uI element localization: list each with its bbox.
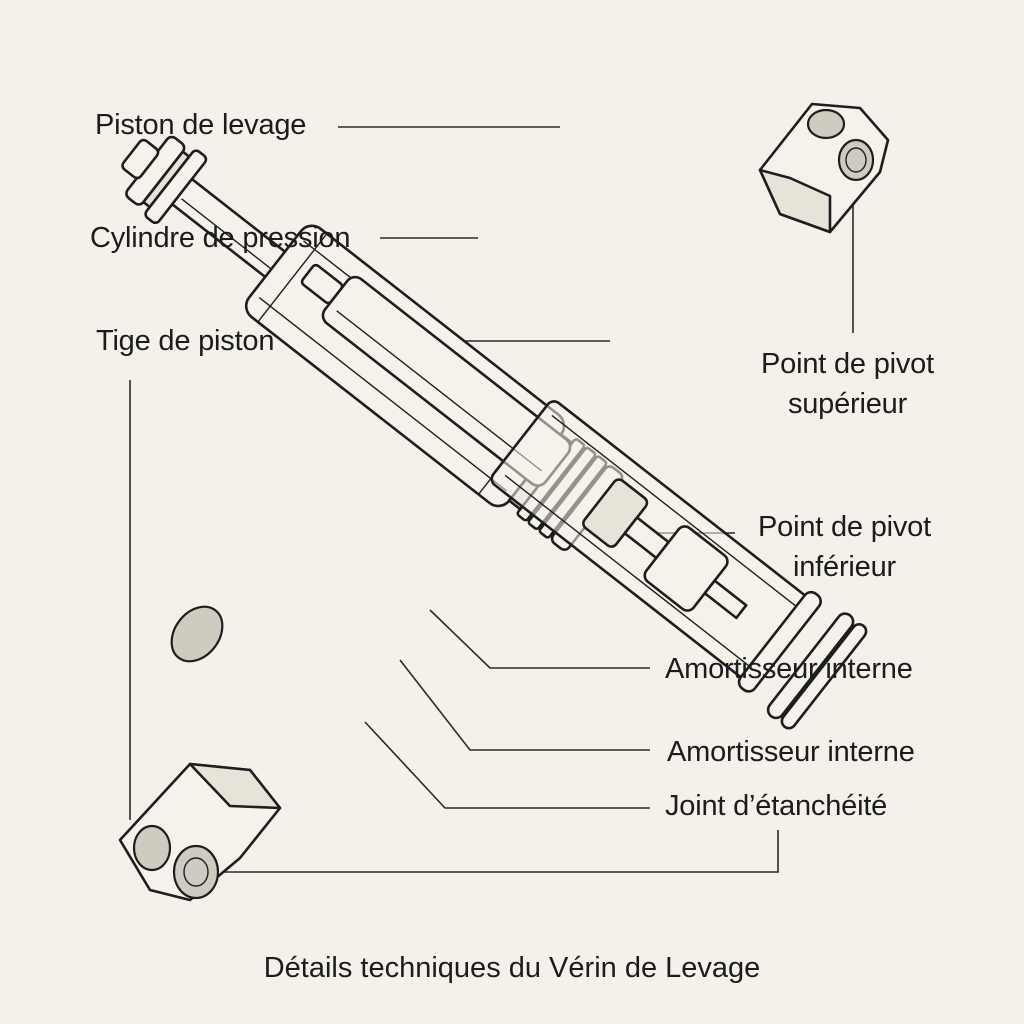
label-damper-2: Amortisseur interne bbox=[667, 736, 915, 768]
leader-damper-2 bbox=[399, 659, 650, 751]
label-piston: Piston de levage bbox=[95, 109, 307, 141]
label-rod: Tige de piston bbox=[96, 325, 275, 357]
upper-pivot-hole bbox=[837, 138, 875, 182]
piston-head bbox=[121, 135, 208, 225]
label-pivot-top-line2: supérieur bbox=[787, 388, 908, 420]
label-pivot-bottom-line2: inférieur bbox=[793, 551, 896, 583]
label-pivot-top-line1: Point de pivot bbox=[761, 348, 934, 380]
lower-pivot-hole bbox=[172, 844, 220, 900]
leader-pivot-bottom-eye bbox=[205, 830, 779, 873]
rod-assembly bbox=[300, 263, 868, 730]
label-pivot-bottom-line1: Point de pivot bbox=[758, 511, 931, 543]
lower-pivot-clevis bbox=[118, 762, 282, 902]
label-pivot-bottom: Point de pivot inférieur bbox=[742, 507, 947, 587]
leader-damper-1 bbox=[429, 609, 650, 669]
upper-pivot-clevis bbox=[758, 102, 890, 234]
diagram-caption: Détails techniques du Vérin de Levage bbox=[263, 952, 761, 984]
label-pivot-top: Point de pivot supérieur bbox=[745, 344, 950, 424]
label-cylinder: Cylindre de pression bbox=[90, 222, 351, 254]
label-damper-1: Amortisseur interne bbox=[665, 653, 913, 685]
seal-ring bbox=[737, 590, 822, 693]
leader-seal-2 bbox=[364, 721, 650, 809]
label-seal: Joint d’étanchéité bbox=[665, 790, 888, 822]
cylinder-bore bbox=[170, 605, 224, 663]
